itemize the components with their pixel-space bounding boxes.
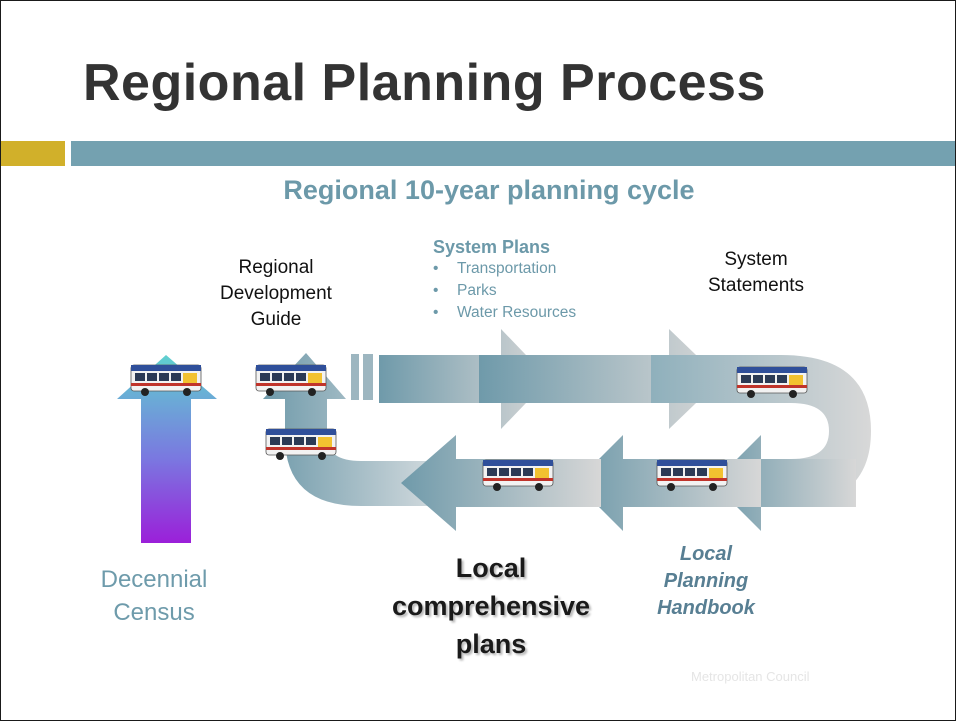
lcp-line-3: plans [455, 629, 527, 659]
lph-line-1: Local [679, 543, 733, 565]
stripe-1 [351, 354, 359, 400]
system-statements-label: System Statements [671, 247, 841, 299]
metropolitan-council-logo: Metropolitan Council [691, 669, 810, 684]
decennial-census-label: Decennial Census [79, 563, 229, 629]
bus-icon [656, 459, 728, 492]
lph-line-3: Handbook [657, 597, 755, 619]
census-line-1: Decennial [100, 566, 208, 593]
top-arrow-2 [479, 329, 721, 429]
census-arrow [117, 355, 217, 543]
bus-icon [130, 364, 202, 397]
bus-icon [736, 366, 808, 399]
system-plans-block: System Plans Transportation Parks Water … [433, 236, 673, 324]
system-plan-item: Parks [433, 280, 673, 302]
system-plans-list: Transportation Parks Water Resources [433, 258, 673, 324]
system-plan-item: Water Resources [433, 302, 673, 324]
ss-line-2: Statements [707, 275, 805, 296]
rdg-line-1: Regional [238, 257, 314, 278]
rdg-line-3: Guide [250, 309, 302, 330]
rdg-line-2: Development [220, 283, 332, 304]
ss-line-1: System [724, 249, 788, 270]
system-plans-title: System Plans [433, 237, 551, 257]
bus-icon [265, 428, 337, 461]
bus-icon [482, 459, 554, 492]
diagram-subtitle: Regional 10-year planning cycle [283, 175, 695, 205]
system-plan-item: Transportation [433, 258, 673, 280]
regional-development-guide-label: Regional Development Guide [191, 255, 361, 333]
top-arrow-1 [379, 329, 549, 429]
lcp-line-1: Local [455, 553, 527, 583]
title-accent-bar-gold [1, 141, 65, 166]
census-line-2: Census [113, 599, 195, 626]
stripe-2 [363, 354, 373, 400]
lcp-line-2: comprehensive [391, 591, 591, 621]
bus-icon [255, 364, 327, 397]
lph-line-2: Planning [663, 570, 749, 592]
title-accent-bar-teal [71, 141, 955, 166]
local-comprehensive-plans-label: Local comprehensive plans [381, 549, 601, 663]
page-title: Regional Planning Process [83, 54, 766, 112]
local-planning-handbook-label: Local Planning Handbook [621, 541, 791, 622]
